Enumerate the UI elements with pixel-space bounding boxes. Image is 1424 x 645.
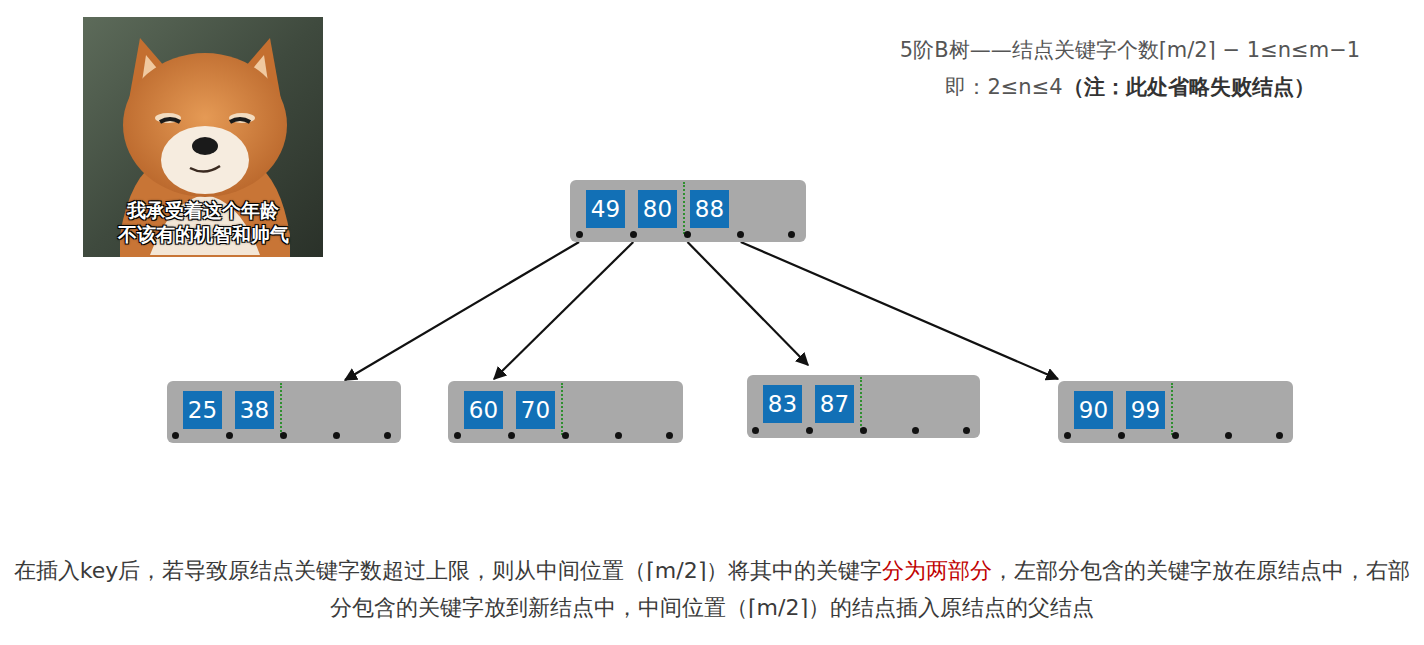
rule-text: 5阶B树——结点关键字个数⌈m/2⌉ − 1≤n≤m−1 (900, 38, 1360, 62)
rule-line: 即：2≤n≤4（注：此处省略失败结点） (840, 73, 1420, 101)
rule-text: 即：2≤n≤4 (945, 75, 1062, 99)
pointer-dot (454, 432, 461, 439)
split-marker (561, 383, 563, 435)
btree-node: 90 99 (1058, 381, 1293, 443)
split-marker (280, 383, 282, 435)
pointer-arrow (345, 242, 579, 380)
pointer-dot (562, 432, 569, 439)
pointer-arrow (494, 242, 633, 379)
pointer-dot (1276, 432, 1283, 439)
pointer-dot (788, 231, 795, 238)
rule-note: （注：此处省略失败结点） (1063, 75, 1315, 99)
meme-caption-line: 我承受着这个年龄 (83, 198, 323, 222)
note-text: 在插入key后，若导致原结点关键字数超过上限，则从中间位置（⌈m/2⌉）将其中的… (14, 558, 883, 583)
pointer-dot (280, 432, 287, 439)
btree-node: 60 70 (448, 381, 683, 443)
pointer-dot (684, 231, 691, 238)
note-paragraph: 在插入key后，若导致原结点关键字数超过上限，则从中间位置（⌈m/2⌉）将其中的… (8, 552, 1416, 626)
key-cell: 25 (183, 391, 222, 429)
meme-caption: 我承受着这个年龄不该有的机智和帅气 (83, 198, 323, 246)
pointer-dot (576, 231, 583, 238)
pointer-dot (1118, 432, 1125, 439)
pointer-dot (508, 432, 515, 439)
key-cell: 49 (586, 190, 625, 228)
pointer-dot (963, 427, 970, 434)
pointer-dot (226, 432, 233, 439)
key-cell: 90 (1074, 391, 1113, 429)
pointer-dot (806, 427, 813, 434)
split-marker (683, 182, 685, 234)
pointer-dot (172, 432, 179, 439)
btree-node: 49 80 88 (570, 180, 806, 242)
key-cell: 38 (235, 391, 274, 429)
pointer-dot (333, 432, 340, 439)
btree-node: 83 87 (747, 375, 980, 438)
meme-caption-line: 不该有的机智和帅气 (83, 222, 323, 246)
dog-photo (83, 17, 323, 257)
rule-line: 5阶B树——结点关键字个数⌈m/2⌉ − 1≤n≤m−1 (840, 36, 1420, 64)
split-marker (860, 377, 862, 430)
pointer-dot (615, 432, 622, 439)
key-cell: 60 (464, 391, 503, 429)
btree-node: 25 38 (167, 381, 401, 443)
pointer-arrow (687, 242, 808, 365)
pointer-dot (1172, 432, 1179, 439)
key-cell: 70 (516, 391, 555, 429)
pointer-dot (630, 231, 637, 238)
pointer-dot (737, 231, 744, 238)
pointer-dot (752, 427, 759, 434)
pointer-dot (1064, 432, 1071, 439)
note-highlight: 分为两部分 (882, 558, 992, 583)
pointer-dot (912, 427, 919, 434)
pointer-arrow (741, 242, 1058, 379)
key-cell: 83 (763, 385, 802, 423)
key-cell: 80 (638, 190, 677, 228)
pointer-dot (1225, 432, 1232, 439)
key-cell: 88 (690, 190, 729, 228)
key-cell: 99 (1126, 391, 1165, 429)
pointer-dot (860, 427, 867, 434)
key-cell: 87 (815, 385, 854, 423)
split-marker (1171, 383, 1173, 435)
pointer-dot (666, 432, 673, 439)
pointer-dot (384, 432, 391, 439)
